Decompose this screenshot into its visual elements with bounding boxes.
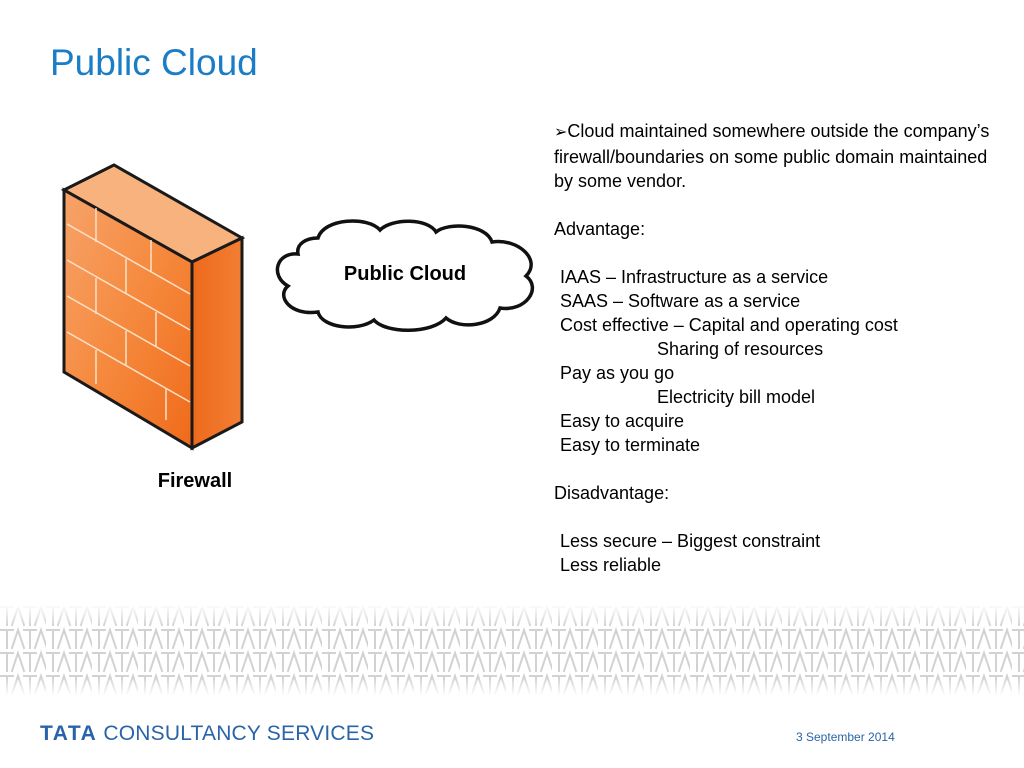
arrow-bullet-icon: ➢: [554, 124, 568, 141]
advantage-item: SAAS – Software as a service: [560, 291, 801, 311]
logo-company: CONSULTANCY SERVICES: [103, 722, 375, 745]
disadvantage-item: Less reliable: [560, 555, 662, 575]
intro-text: Cloud maintained somewhere outside the c…: [554, 121, 990, 191]
cloud-label: Public Cloud: [343, 263, 467, 285]
firewall-label: Firewall: [157, 470, 233, 492]
decorative-pattern-band: [0, 604, 1024, 696]
advantage-subitem: Electricity bill model: [657, 387, 816, 407]
advantage-item: Easy to terminate: [560, 435, 701, 455]
advantage-item: Pay as you go: [560, 363, 675, 383]
advantage-heading: Advantage:: [554, 219, 646, 239]
advantage-item: Easy to acquire: [560, 411, 685, 431]
company-logo: TATA CONSULTANCY SERVICES: [40, 722, 374, 746]
advantage-item: Cost effective – Capital and operating c…: [560, 315, 898, 335]
disadvantage-item: Less secure – Biggest constraint: [560, 531, 821, 551]
cloud-icon: [275, 219, 534, 332]
disadvantage-heading: Disadvantage:: [554, 483, 670, 503]
slide-date: 3 September 2014: [796, 730, 895, 744]
advantage-item: IAAS – Infrastructure as a service: [560, 267, 829, 287]
slide-title: Public Cloud: [50, 42, 258, 83]
firewall-icon: [60, 163, 246, 451]
intro-bullet: ➢Cloud maintained somewhere outside the …: [554, 119, 994, 193]
slide-body-text: ➢Cloud maintained somewhere outside the …: [554, 119, 994, 577]
advantage-subitem: Sharing of resources: [657, 339, 824, 359]
logo-brand: TATA: [40, 722, 98, 745]
